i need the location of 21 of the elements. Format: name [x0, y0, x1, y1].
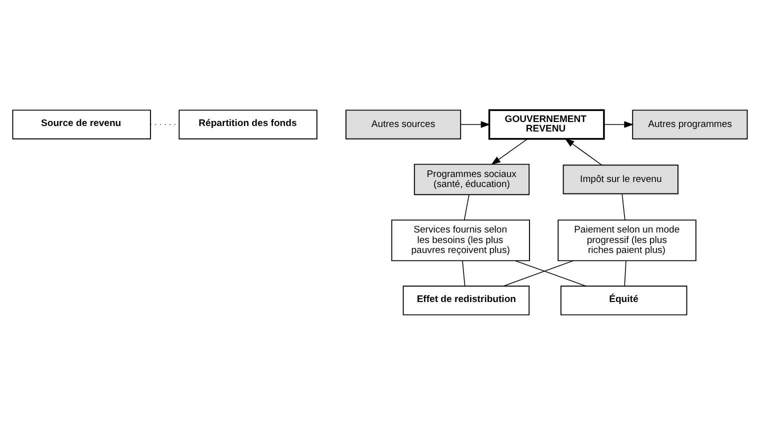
- connector: [503, 260, 574, 287]
- connector: [622, 194, 626, 220]
- arrow: [491, 138, 528, 165]
- node-box: Services fournis selon les besoins (les plus pauvres reçoivent plus): [391, 220, 530, 262]
- node-box: Équité: [560, 286, 688, 316]
- node-box: Effet de redistribution: [402, 286, 530, 316]
- node-box: Paiement selon un mode progressif (les plus riches paient plus): [558, 220, 696, 262]
- connector: [462, 260, 466, 286]
- connector: [464, 194, 470, 220]
- node-box: Répartition des fonds: [178, 110, 318, 140]
- arrow: [564, 138, 602, 166]
- node-box: Autres sources: [345, 110, 462, 140]
- arrow: [604, 121, 634, 128]
- connector: [514, 260, 586, 287]
- node-box: Programmes sociaux (santé, éducation): [414, 164, 530, 196]
- connector: [624, 260, 626, 286]
- node-box: Source de revenu: [12, 110, 151, 140]
- arrow: [460, 121, 490, 128]
- node-box: Impôt sur le revenu: [562, 164, 678, 194]
- node-box: Autres programmes: [632, 110, 748, 140]
- node-box: GOUVERNEMENT REVENU: [488, 109, 605, 140]
